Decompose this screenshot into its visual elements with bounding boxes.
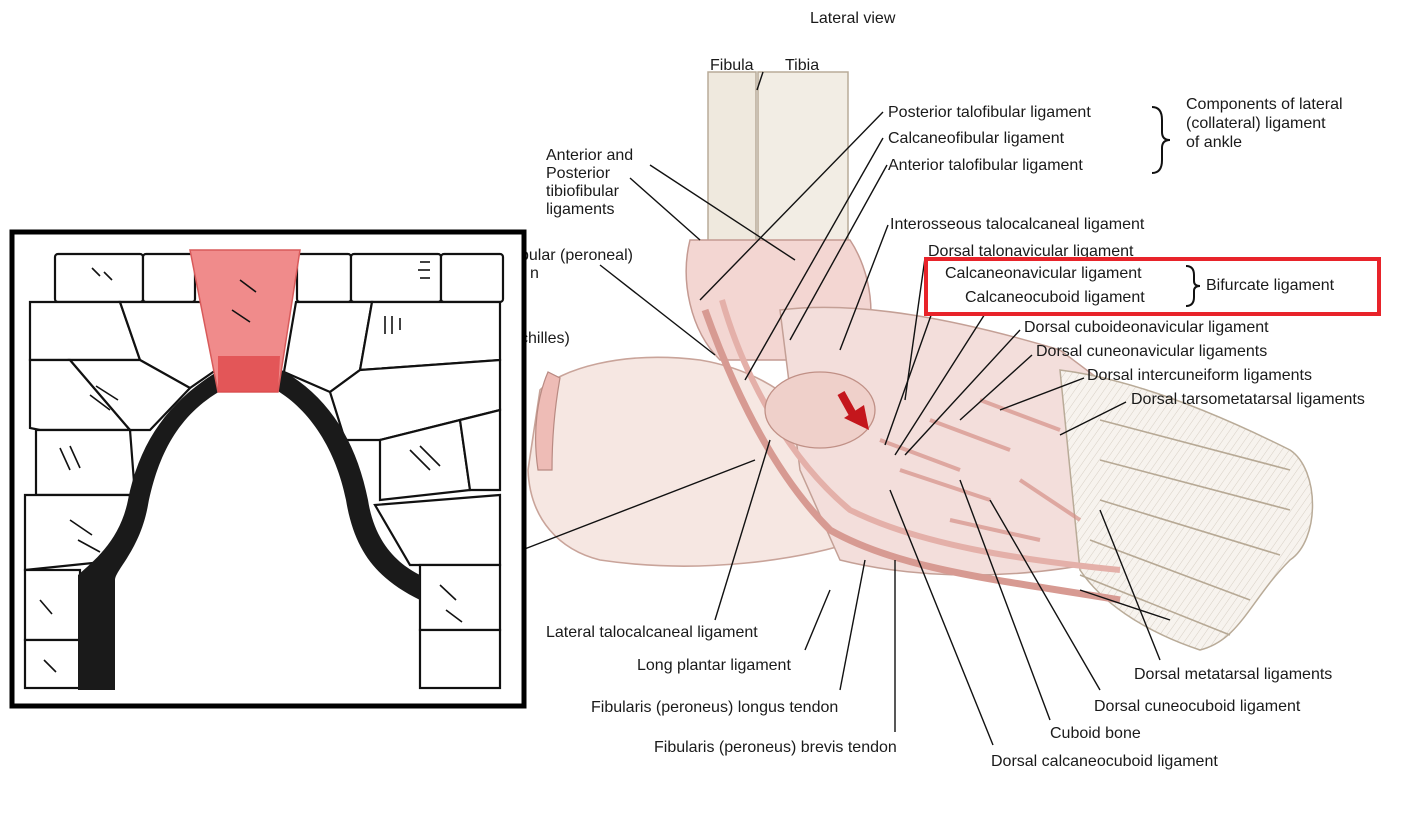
fibular-tendon-2 — [719, 299, 1121, 573]
arch-inset — [9, 229, 527, 709]
bifurcate-brace — [1185, 265, 1201, 307]
dorsal-calcaneocuboid-label: Dorsal calcaneocuboid ligament — [991, 753, 1218, 770]
cuboid-bone-label: Cuboid bone — [1050, 725, 1141, 742]
svg-text:of ankle: of ankle — [1186, 134, 1242, 151]
forefoot — [1059, 369, 1314, 651]
fibularis-brevis-label: Fibularis (peroneus) brevis tendon — [654, 739, 897, 756]
talus — [764, 371, 876, 449]
bifurcate-group: Calcaneonavicular ligament Calcaneocuboi… — [924, 257, 1381, 316]
view-title: Lateral view — [810, 10, 896, 27]
svg-text:Calcaneonavicular ligament: Calcaneonavicular ligament — [945, 265, 1142, 282]
svg-text:Components of lateral: Components of lateral — [1186, 96, 1343, 113]
dorsal-talonavicular-label: Dorsal talonavicular ligament — [928, 243, 1134, 260]
fibular-retinaculum-label: bular (peroneal) — [520, 247, 633, 264]
fibularis-longus-label: Fibularis (peroneus) longus tendon — [591, 699, 838, 716]
ligament-streaks — [879, 398, 1082, 542]
svg-text:Anterior and: Anterior and — [546, 147, 633, 164]
dorsal-tarsometatarsal-label: Dorsal tarsometatarsal ligaments — [1131, 391, 1365, 408]
svg-text:tibiofibular: tibiofibular — [546, 183, 620, 200]
svg-text:Anterior talofibular ligament: Anterior talofibular ligament — [888, 157, 1083, 174]
svg-text:Bifurcate ligament: Bifurcate ligament — [1206, 277, 1335, 294]
arch-ring-right — [276, 368, 420, 600]
arch-ring — [78, 370, 222, 690]
lateral-talocalcaneal-label: Lateral talocalcaneal ligament — [546, 624, 758, 641]
svg-text:Posterior talofibular ligament: Posterior talofibular ligament — [888, 104, 1091, 121]
achilles-label: chilles) — [520, 330, 570, 347]
svg-text:Calcaneofibular ligament: Calcaneofibular ligament — [888, 130, 1065, 147]
foot-illustration — [527, 71, 1314, 651]
svg-text:Posterior: Posterior — [546, 165, 611, 182]
tibia-label: Tibia — [785, 57, 819, 74]
stone-texture — [39, 261, 463, 673]
metatarsal-lines — [1079, 419, 1291, 636]
dorsal-cuneocuboid-label: Dorsal cuneocuboid ligament — [1094, 698, 1301, 715]
bifurcate-highlight-box — [924, 257, 1381, 316]
lateral-components-group: Posterior talofibular ligament Calcaneof… — [888, 96, 1343, 174]
fibula-label: Fibula — [710, 57, 754, 74]
tibiofibular-label: Anterior and Posterior tibiofibular liga… — [546, 147, 633, 218]
keystone-base — [218, 356, 280, 392]
svg-text:ligaments: ligaments — [546, 201, 614, 218]
dorsal-metatarsal-label: Dorsal metatarsal ligaments — [1134, 666, 1332, 683]
dorsal-cuneonavicular-label: Dorsal cuneonavicular ligaments — [1036, 343, 1267, 360]
fibular-retinaculum-label-2: n — [530, 265, 539, 282]
svg-text:(collateral) ligament: (collateral) ligament — [1186, 115, 1326, 132]
interosseous-label: Interosseous talocalcaneal ligament — [890, 216, 1145, 233]
achilles-tendon — [535, 371, 561, 471]
dorsal-intercuneiform-label: Dorsal intercuneiform ligaments — [1087, 367, 1312, 384]
svg-text:Calcaneocuboid ligament: Calcaneocuboid ligament — [965, 289, 1145, 306]
lateral-brace — [1151, 106, 1171, 174]
dorsal-cuboideonavicular-label: Dorsal cuboideonavicular ligament — [1024, 319, 1269, 336]
pointer-arrow — [837, 391, 869, 430]
leader-lines — [521, 71, 1171, 746]
stone-blocks — [23, 252, 505, 690]
long-plantar-label: Long plantar ligament — [637, 657, 791, 674]
fibular-tendons — [701, 308, 1121, 604]
